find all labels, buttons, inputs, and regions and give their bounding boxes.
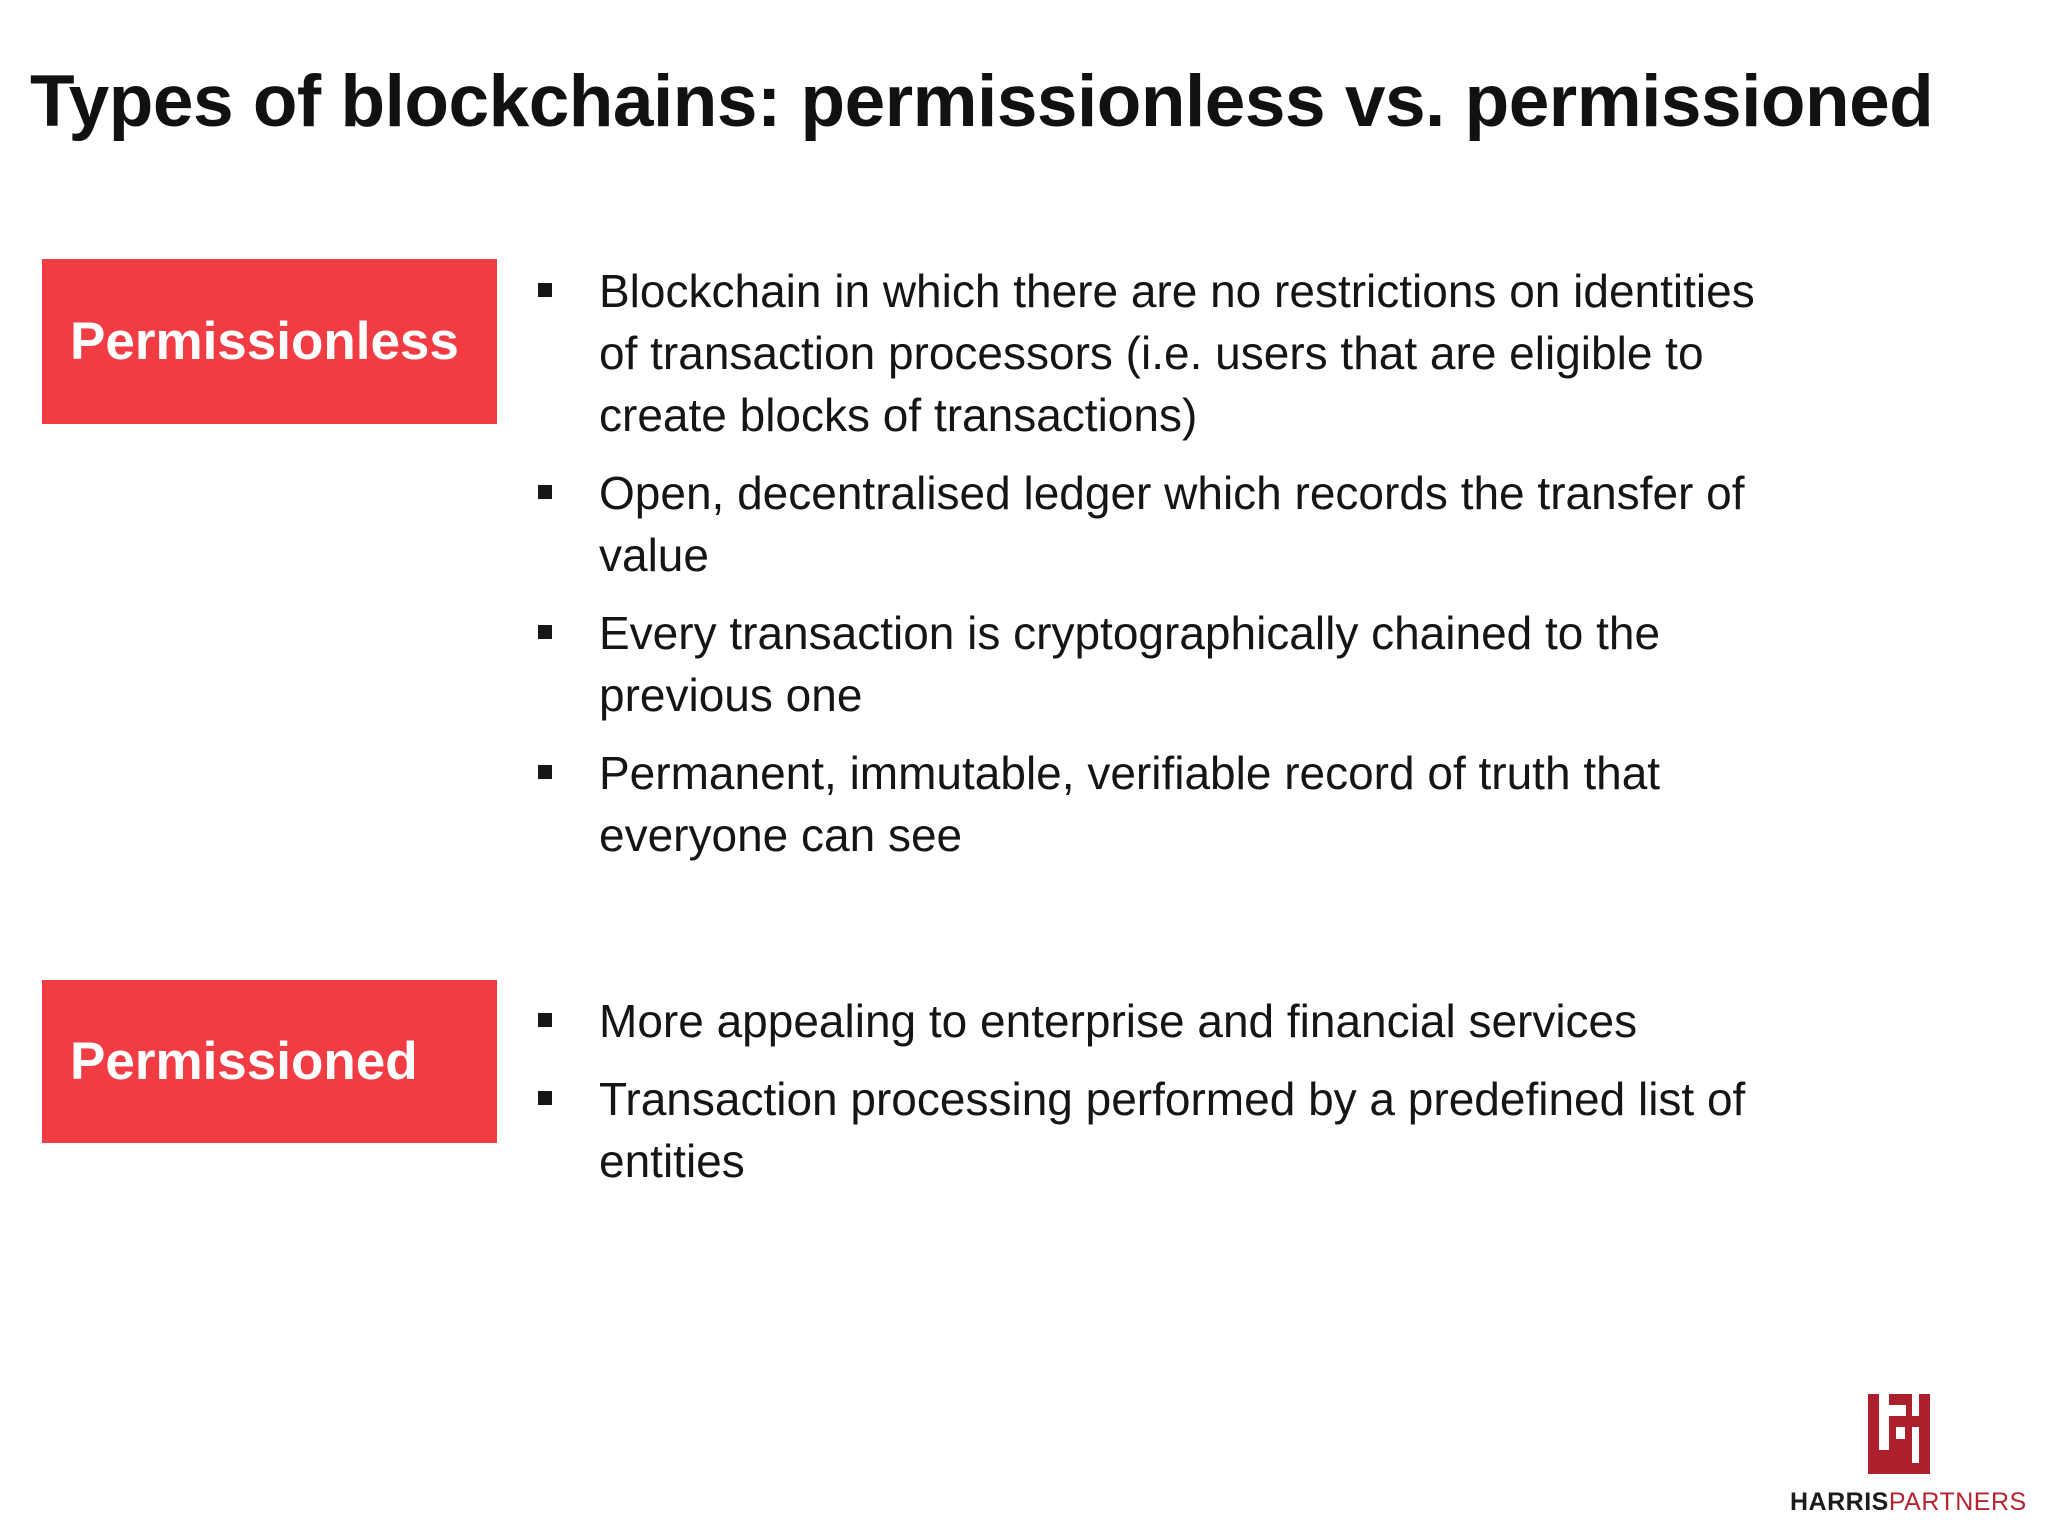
harris-partners-logo: HARRISPARTNERS: [1790, 1394, 2026, 1517]
permissionless-label-box: Permissionless: [42, 259, 497, 424]
bullet-text: Permanent, immutable, verifiable record …: [599, 747, 1661, 861]
permissioned-label-box: Permissioned: [42, 980, 497, 1143]
permissionless-bullet-list: Blockchain in which there are no restric…: [538, 260, 1938, 866]
bullet-text: Transaction processing performed by a pr…: [599, 1073, 1746, 1187]
bullet-square-icon: [538, 283, 552, 297]
permissioned-label: Permissioned: [70, 1032, 418, 1091]
bullet-square-icon: [538, 1013, 552, 1027]
list-item: Transaction processing performed by a pr…: [538, 1068, 1938, 1192]
wordmark-harris: HARRIS: [1790, 1488, 1889, 1516]
bullet-text: Open, decentralised ledger which records…: [599, 467, 1745, 581]
list-item: Every transaction is cryptographically c…: [538, 602, 1938, 726]
bullet-square-icon: [538, 485, 552, 499]
list-item: Open, decentralised ledger which records…: [538, 462, 1938, 586]
bullet-square-icon: [538, 765, 552, 779]
page-title: Types of blockchains: permissionless vs.…: [30, 61, 1934, 142]
list-item: Blockchain in which there are no restric…: [538, 260, 1938, 446]
harris-partners-wordmark: HARRISPARTNERS: [1790, 1488, 2026, 1517]
permissioned-bullet-list: More appealing to enterprise and financi…: [538, 990, 1938, 1192]
bullet-square-icon: [538, 625, 552, 639]
list-item: Permanent, immutable, verifiable record …: [538, 742, 1938, 866]
bullet-text: Every transaction is cryptographically c…: [599, 607, 1661, 721]
bullet-text: More appealing to enterprise and financi…: [599, 995, 1638, 1047]
list-item: More appealing to enterprise and financi…: [538, 990, 1938, 1052]
permissionless-label: Permissionless: [70, 312, 459, 371]
bullet-text: Blockchain in which there are no restric…: [599, 265, 1755, 441]
wordmark-partners: PARTNERS: [1888, 1488, 2027, 1516]
harris-partners-maze-icon: [1868, 1394, 1930, 1474]
bullet-square-icon: [538, 1091, 552, 1105]
